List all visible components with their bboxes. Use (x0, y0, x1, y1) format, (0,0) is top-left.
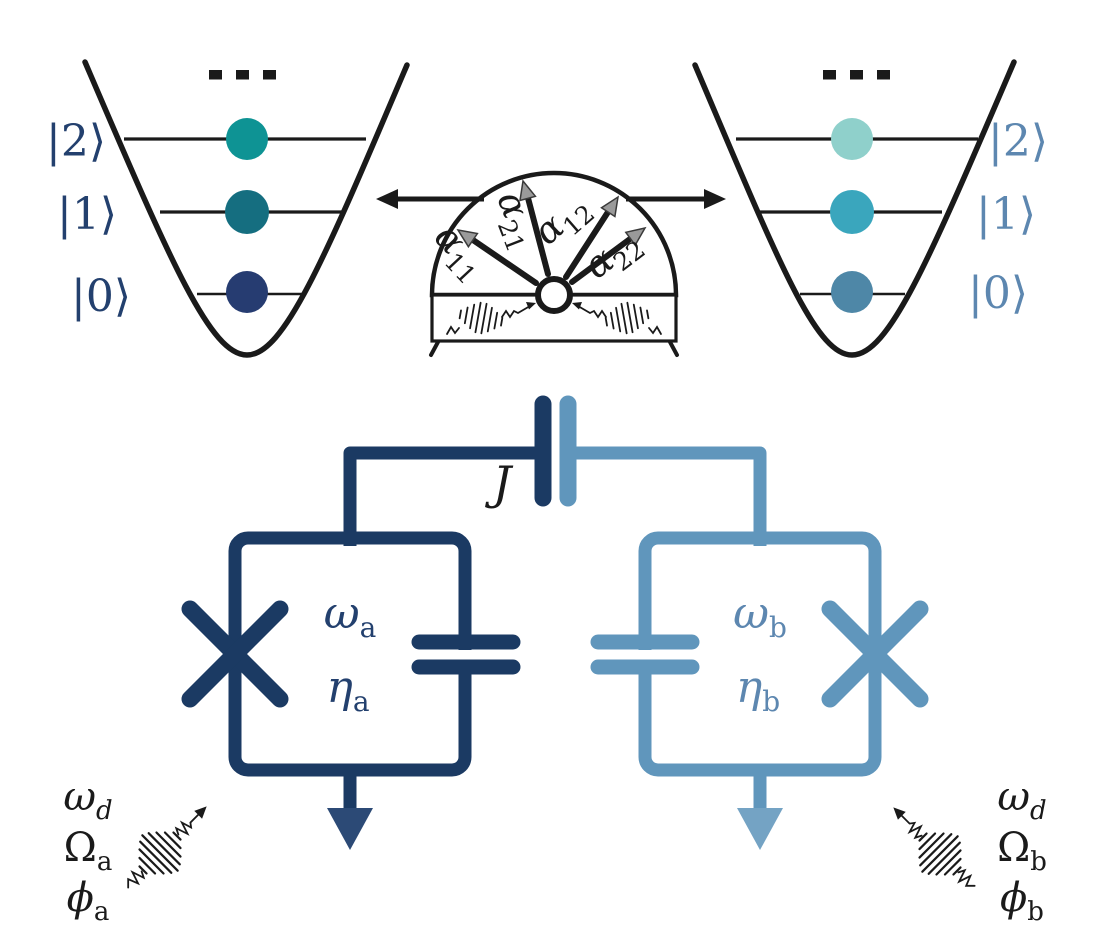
right-well-ellipsis (823, 70, 890, 80)
mixer-burst-left-icon (446, 301, 536, 335)
qubit-a-anharmonicity-label: ηa (326, 662, 369, 718)
drive-b: ωd Ωb ϕb (893, 774, 1047, 927)
ellipsis-mark (850, 70, 863, 80)
josephson-junction-b-icon (821, 600, 929, 708)
josephson-junction-a-icon (181, 600, 289, 708)
left-potential-well: ... |2⟩ |1⟩ |0⟩ (46, 59, 410, 358)
mini-arrowhead-icon (526, 302, 536, 310)
energy-level-dot-0a (226, 271, 268, 313)
alpha-arrowhead-a22-icon (624, 226, 647, 247)
alpha-arrowhead-a12-icon (600, 195, 620, 218)
ket-label-2b: |2⟩ (988, 116, 1048, 167)
ellipsis-mark (823, 70, 836, 80)
drive-arrowhead-icon (893, 807, 906, 820)
arrow-to-right-well (626, 189, 726, 209)
drive-b-amplitude-label: Ωb (997, 825, 1047, 877)
capacitor-gap-mask (452, 650, 480, 660)
coupling-wire-b (575, 446, 767, 546)
ground-arrow-b-icon (737, 808, 783, 850)
arrow-to-left-well (376, 189, 484, 209)
qubit-a-box (228, 531, 472, 777)
ellipsis-mark (209, 70, 222, 80)
shunt-capacitor-a-icon (411, 634, 521, 675)
coupling-label-J: J (485, 456, 514, 510)
drive-a-amplitude-label: Ωa (64, 825, 113, 877)
energy-level-dot-2b (831, 118, 873, 160)
ket-label-2a: |2⟩ (46, 116, 106, 167)
mixer: α11 α21 α12 α22 (376, 170, 726, 357)
coupling-wire-a (343, 446, 536, 546)
drive-a-phase-label: ϕa (67, 875, 110, 927)
arrowhead-left-icon (376, 189, 398, 209)
qubit-b-freq-label: ωb (733, 588, 787, 644)
drive-a: ωd Ωa ϕa (63, 774, 207, 927)
qubit-a-circuit: ωa ηa (181, 531, 521, 850)
arrowhead-right-icon (704, 189, 726, 209)
drive-arrowhead-icon (194, 806, 207, 819)
capacitor-gap-mask (631, 650, 659, 660)
left-well-ellipsis (209, 70, 276, 80)
wavepacket-a-icon (127, 806, 207, 889)
alpha-arrow-a11 (470, 237, 539, 286)
energy-level-dot-1a (225, 190, 269, 234)
wavepacket-b-icon (893, 807, 976, 887)
qubit-b-box (638, 531, 882, 777)
energy-level-dot-2a (226, 118, 268, 160)
mixer-foot-right (668, 340, 679, 357)
ket-label-0b: |0⟩ (968, 268, 1028, 319)
ket-label-1a: |1⟩ (57, 189, 117, 240)
mini-arrowhead-icon (572, 302, 582, 310)
drive-a-frequency-label: ωd (63, 774, 112, 826)
qubit-a-freq-label: ωa (324, 588, 377, 644)
energy-level-dot-0b (831, 271, 873, 313)
shunt-capacitor-b-icon (590, 634, 700, 675)
ellipsis-mark (263, 70, 276, 80)
alpha-arrow-shafts (470, 195, 633, 286)
mixer-burst-right-icon (572, 301, 662, 335)
left-well-curve (82, 59, 410, 358)
alpha-arrowheads (456, 179, 647, 249)
drive-b-frequency-label: ωd (997, 774, 1046, 826)
ellipsis-mark (877, 70, 890, 80)
right-well-curve (692, 59, 1017, 358)
alpha-arrow-a21 (525, 195, 551, 277)
drive-b-phase-label: ϕb (1000, 875, 1044, 927)
ellipsis-mark (236, 70, 249, 80)
alpha-arrowhead-a11-icon (456, 228, 479, 249)
mixer-pivot-circle (535, 276, 573, 314)
ket-label-0a: |0⟩ (71, 271, 131, 322)
ket-label-1b: |1⟩ (976, 189, 1036, 240)
qubit-b-circuit: ωb ηb (590, 531, 929, 850)
alpha-arrow-a22 (569, 236, 633, 285)
right-potential-well: ... |2⟩ |1⟩ |0⟩ (692, 59, 1048, 358)
energy-level-dot-1b (830, 190, 874, 234)
mixer-foot-left (429, 340, 440, 357)
alpha-arrowhead-a21-icon (519, 179, 537, 202)
coupling-capacitor: J (343, 395, 767, 546)
alpha-arrow-a12 (563, 209, 611, 280)
circuit: J ωa ηa (181, 395, 929, 850)
ground-arrow-a-icon (327, 808, 373, 850)
qubit-b-anharmonicity-label: ηb (736, 662, 780, 718)
